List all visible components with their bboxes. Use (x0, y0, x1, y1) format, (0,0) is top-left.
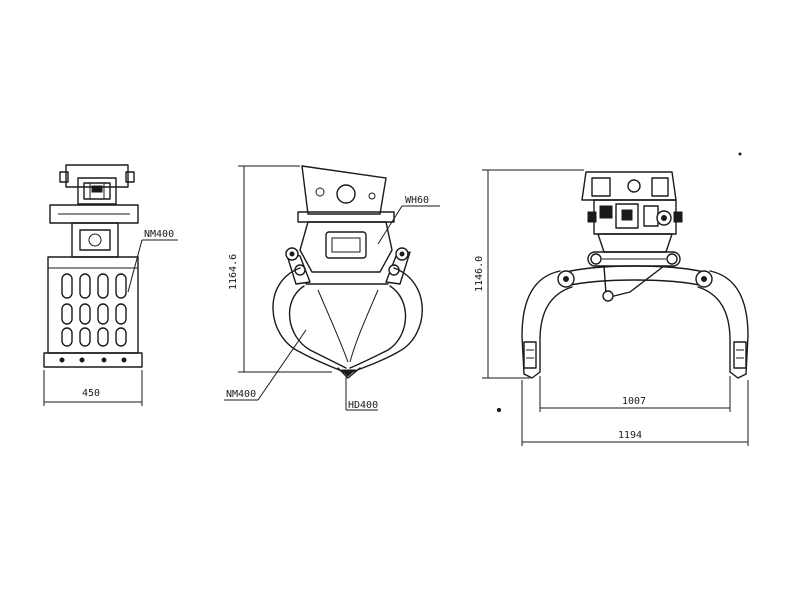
side-width-dimension: 450 (82, 388, 100, 399)
front-view: WH60 1164.6 NM400 (224, 165, 440, 411)
front-jaw-material-label: NM400 (226, 389, 256, 400)
front-tip-material-label: HD400 (348, 400, 378, 411)
front-top-material-label: WH60 (405, 195, 429, 206)
front-height-dimension: 1164.6 (228, 254, 239, 290)
side-view: NM400 450 (43, 164, 178, 406)
open-view: 1146.0 1007 1194 (474, 169, 749, 446)
open-inner-width-dimension: 1007 (622, 396, 646, 407)
side-material-label: NM400 (144, 229, 174, 240)
open-outer-width-dimension: 1194 (618, 430, 642, 441)
open-height-dimension: 1146.0 (474, 256, 485, 292)
scan-specks (496, 152, 742, 413)
